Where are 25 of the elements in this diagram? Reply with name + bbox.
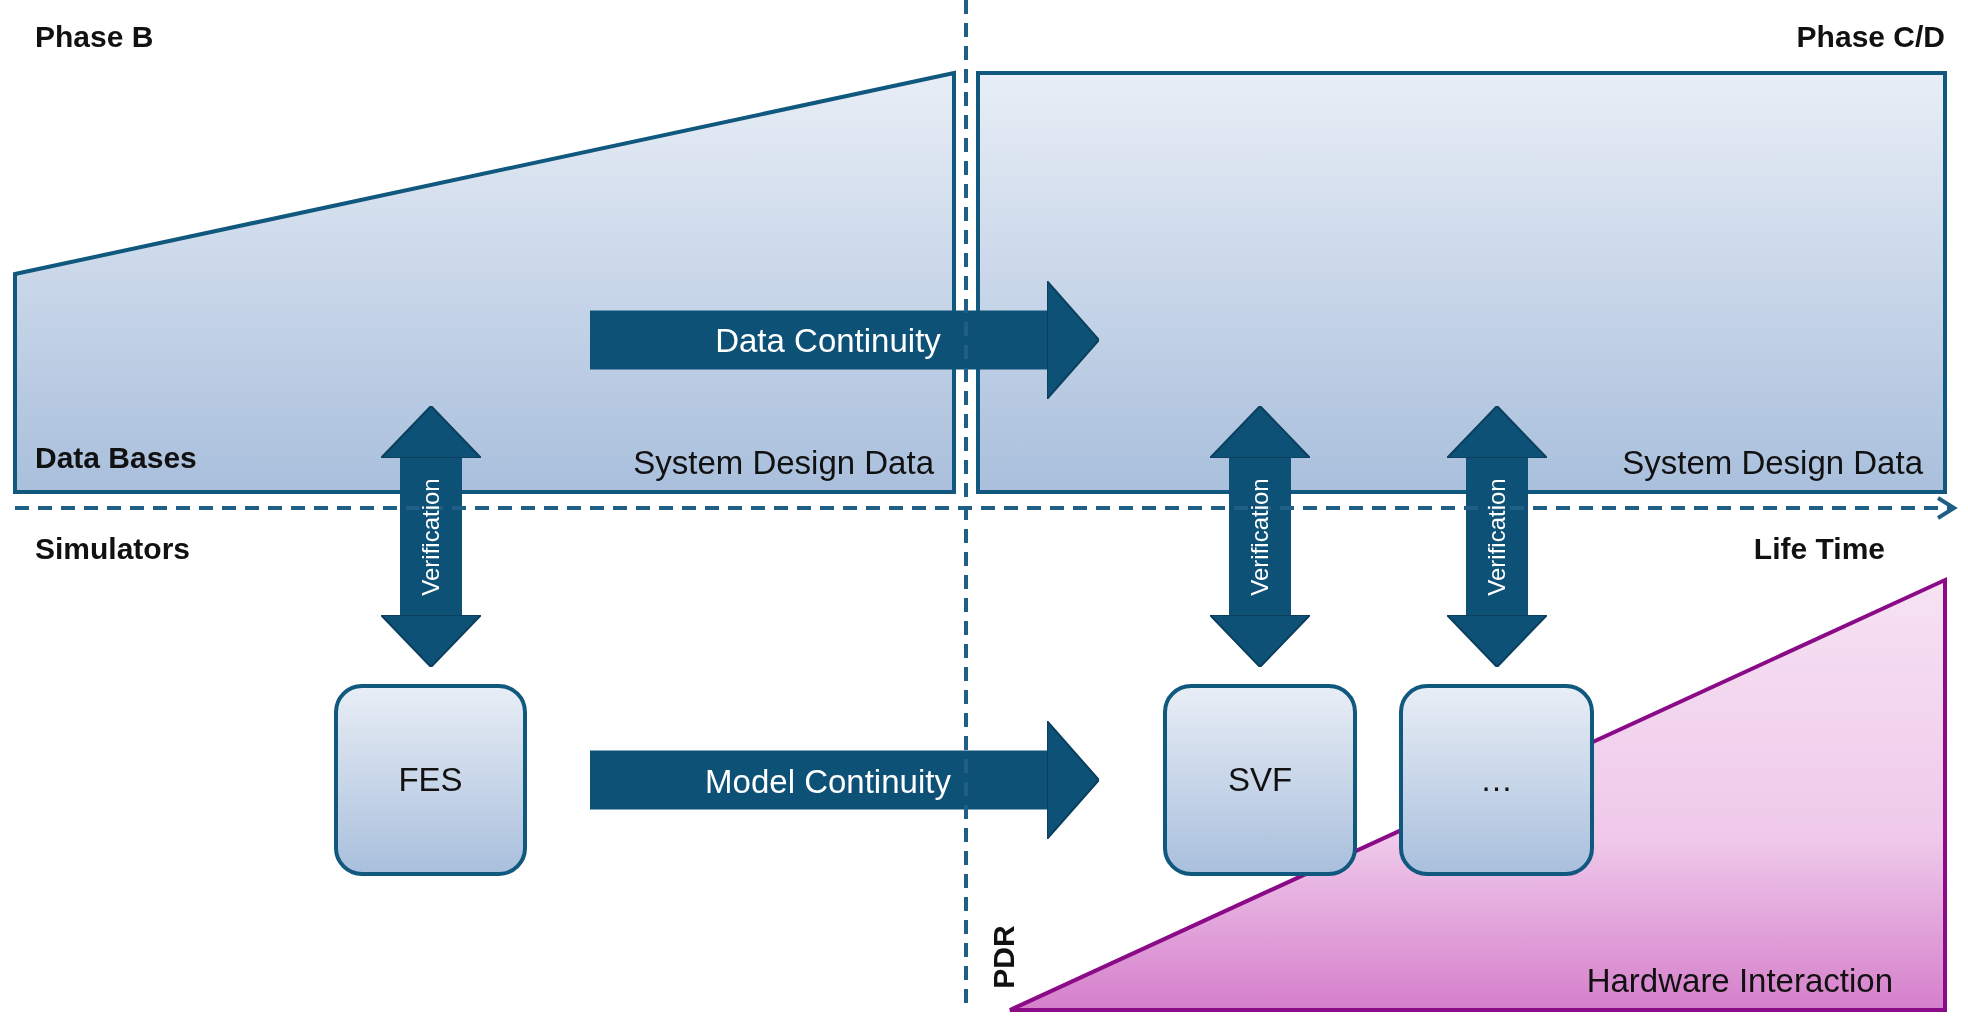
box-label: … [1480, 761, 1513, 799]
simulator-box [1399, 684, 1594, 876]
block-arrow [590, 280, 1100, 400]
row-label: Simulators [35, 532, 191, 566]
milestone-label: PDR [987, 925, 1021, 989]
edge-label: Data Continuity [715, 322, 941, 360]
simulator-box [334, 684, 527, 876]
panel-label: System Design Data [1622, 444, 1923, 482]
edge-label: Verification [1483, 478, 1511, 596]
panel-label: System Design Data [633, 444, 934, 482]
block-arrow [380, 405, 482, 668]
panel-label: Hardware Interaction [1586, 962, 1893, 1000]
row-label: Data Bases [35, 441, 197, 475]
simulator-box [1163, 684, 1357, 876]
row-label: Phase C/D [1796, 20, 1945, 54]
edge-label: Verification [417, 478, 445, 596]
row-label: Phase B [35, 20, 154, 54]
edge-label: Verification [1246, 478, 1274, 596]
box-label: SVF [1227, 761, 1293, 799]
block-arrow [590, 720, 1100, 840]
block-arrow [1446, 405, 1548, 668]
box-label: FES [398, 761, 463, 799]
block-arrow [1209, 405, 1311, 668]
edge-label: Model Continuity [705, 763, 951, 801]
row-label: Life Time [1753, 532, 1885, 566]
